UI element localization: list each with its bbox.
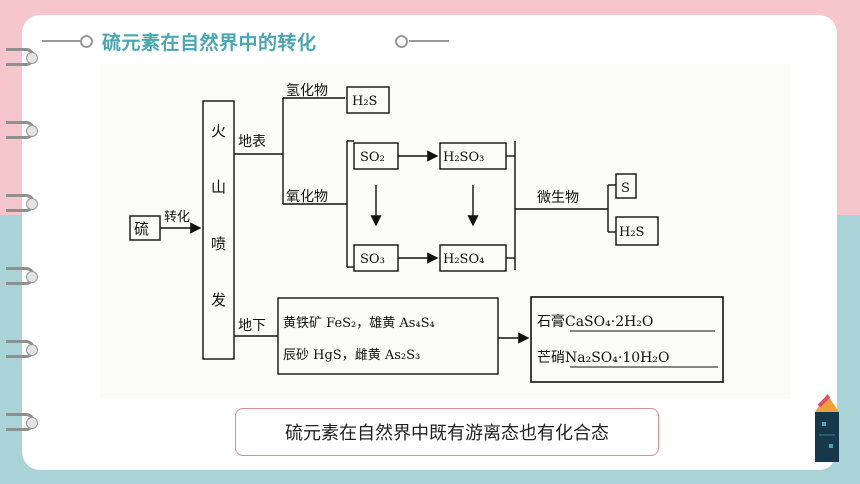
binder-ring <box>6 340 38 358</box>
h2s-out-box <box>615 216 659 246</box>
diagram-image: 硫 转化 火 山 喷 发 地表 地下 氢化物 氧化物 H₂S SO₂ H₂SO₃… <box>100 64 790 399</box>
binder-ring <box>6 267 38 285</box>
surface-label: 地表 <box>238 134 266 150</box>
h2s-label: H₂S <box>352 94 377 109</box>
oxide-label: 氧化物 <box>286 189 328 205</box>
salt-box <box>530 296 724 383</box>
binder-ring <box>6 194 38 212</box>
so3-label: SO₃ <box>360 252 385 267</box>
mineral-box <box>277 297 499 375</box>
transform-label: 转化 <box>164 210 190 225</box>
volcano-box <box>202 100 235 360</box>
volcano-char-2: 山 <box>211 178 226 196</box>
mirabilite-label: 芒硝Na₂SO₄·10H₂O <box>537 350 669 366</box>
sulfur-label: 硫 <box>134 220 149 238</box>
binder-ring <box>6 413 38 431</box>
volcano-char-4: 发 <box>211 291 226 309</box>
underground-label: 地下 <box>238 318 266 334</box>
hydride-label: 氢化物 <box>286 83 328 99</box>
s-label: S <box>621 181 630 196</box>
h2so3-label: H₂SO₃ <box>443 150 484 165</box>
summary-note: 硫元素在自然界中既有游离态也有化合态 <box>235 408 659 456</box>
title-line-right <box>409 40 449 42</box>
title-line-left <box>42 40 82 42</box>
volcano-char-3: 喷 <box>211 235 226 253</box>
binder-ring <box>6 48 38 66</box>
gypsum-label: 石膏CaSO₄·2H₂O <box>537 313 653 330</box>
so2-label: SO₂ <box>360 150 385 165</box>
mineral-line-1: 黄铁矿 FeS₂，雄黄 As₄S₄ <box>283 316 435 331</box>
title-dot-right <box>395 35 408 48</box>
binder-ring <box>6 121 38 139</box>
h2s-box <box>346 86 390 114</box>
s-box <box>615 173 637 199</box>
h2so4-label: H₂SO₄ <box>443 252 484 267</box>
mineral-line-2: 辰砂 HgS，雌黄 As₂S₃ <box>283 347 420 363</box>
sulfur-cycle-diagram: 硫 转化 火 山 喷 发 地表 地下 氢化物 氧化物 H₂S SO₂ H₂SO₃… <box>129 83 724 383</box>
slide-title: 硫元素在自然界中的转化 <box>102 32 317 54</box>
h2s-out-label: H₂S <box>619 225 644 240</box>
microbe-label: 微生物 <box>537 190 579 206</box>
title-dot-left <box>80 35 93 48</box>
volcano-char-1: 火 <box>211 122 226 140</box>
decorative-badge-icon <box>815 394 839 462</box>
